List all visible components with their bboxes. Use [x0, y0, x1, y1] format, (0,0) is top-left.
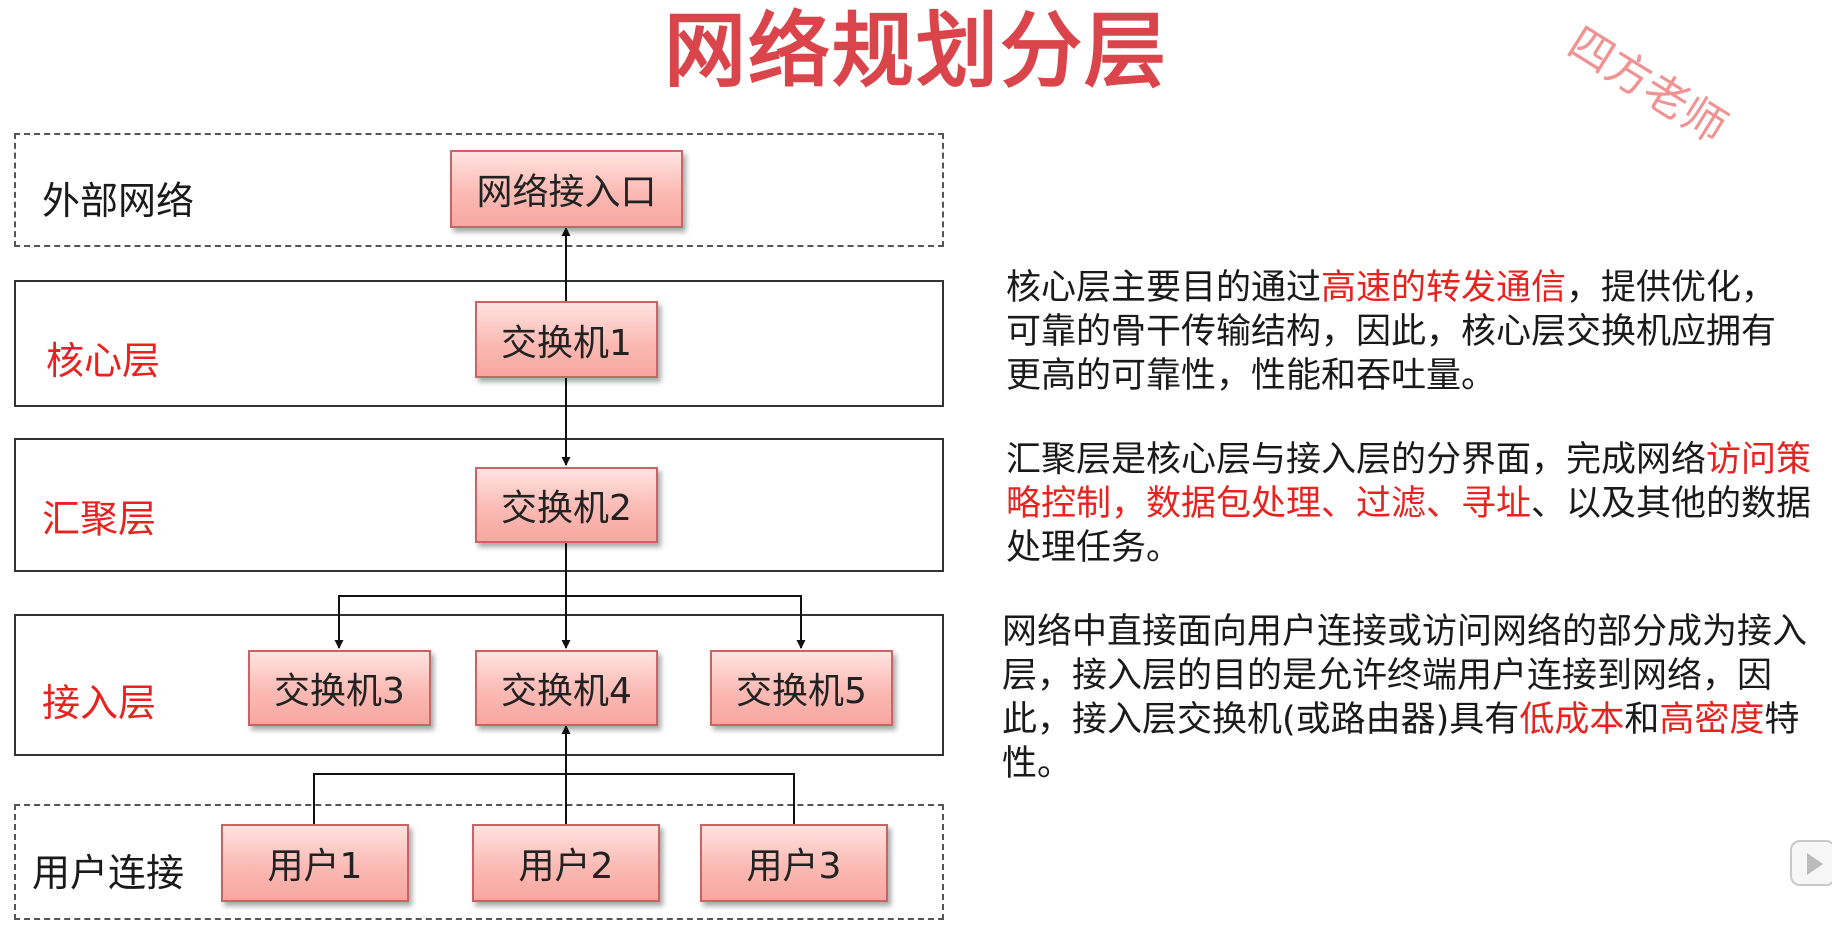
layer-label-access: 接入层 — [42, 681, 157, 725]
core-desc-text-2: ，提供优化，可靠的骨干传输结构，因此，核心层交换机应拥有更高的可靠性，性能和吞吐… — [1006, 268, 1777, 396]
node-switch1: 交换机1 — [475, 301, 658, 378]
access-desc-text-1: 网络中直接面向用户连接或访问网络的部分成为接入层，接入层的目的是允许终端用户连接… — [1002, 612, 1808, 740]
layer-label-external: 外部网络 — [42, 179, 195, 223]
node-switch4: 交换机4 — [475, 650, 658, 726]
external-network-layer — [14, 133, 944, 247]
node-user1: 用户1 — [221, 824, 409, 902]
core-layer-description: 核心层主要目的通过高速的转发通信，提供优化，可靠的骨干传输结构，因此，核心层交换… — [1006, 266, 1806, 398]
core-desc-highlight: 高速的转发通信 — [1321, 268, 1567, 308]
link-switch2-switch3 — [334, 595, 566, 649]
node-switch3: 交换机3 — [248, 650, 431, 726]
aggregation-desc-highlight: 访问策略控制，数据包处理、过滤、寻址 — [1006, 440, 1812, 524]
user-connection-layer — [14, 804, 944, 920]
node-switch5: 交换机5 — [710, 650, 893, 726]
layer-label-users: 用户连接 — [32, 851, 185, 895]
core-layer — [14, 280, 944, 407]
node-user3: 用户3 — [700, 824, 888, 902]
access-layer-description: 网络中直接面向用户连接或访问网络的部分成为接入层，接入层的目的是允许终端用户连接… — [1002, 610, 1822, 786]
node-switch2: 交换机2 — [475, 467, 658, 543]
access-desc-highlight-high-density: 高密度 — [1659, 700, 1765, 740]
aggregation-layer-description: 汇聚层是核心层与接入层的分界面，完成网络访问策略控制，数据包处理、过滤、寻址、以… — [1006, 438, 1832, 570]
play-icon[interactable] — [1790, 840, 1832, 886]
node-user2: 用户2 — [472, 824, 660, 902]
page-title: 网络规划分层 — [663, 4, 1168, 99]
link-user3-switch4 — [566, 773, 795, 824]
core-desc-text-1: 核心层主要目的通过 — [1006, 268, 1322, 308]
link-switch2-switch5 — [566, 595, 806, 649]
link-user1-switch4 — [313, 773, 566, 824]
node-gateway: 网络接入口 — [450, 150, 683, 228]
aggregation-desc-text-1: 汇聚层是核心层与接入层的分界面，完成网络 — [1006, 440, 1707, 480]
layer-label-aggregation: 汇聚层 — [42, 497, 157, 541]
access-desc-highlight-low-cost: 低成本 — [1519, 700, 1625, 740]
access-desc-text-3: 特性。 — [1002, 700, 1800, 784]
access-desc-text-2: 和 — [1624, 700, 1660, 740]
aggregation-layer — [14, 438, 944, 572]
access-layer — [14, 614, 944, 756]
aggregation-desc-text-2: 、以及其他的数据处理任务。 — [1006, 484, 1812, 568]
layer-label-core: 核心层 — [46, 339, 161, 383]
